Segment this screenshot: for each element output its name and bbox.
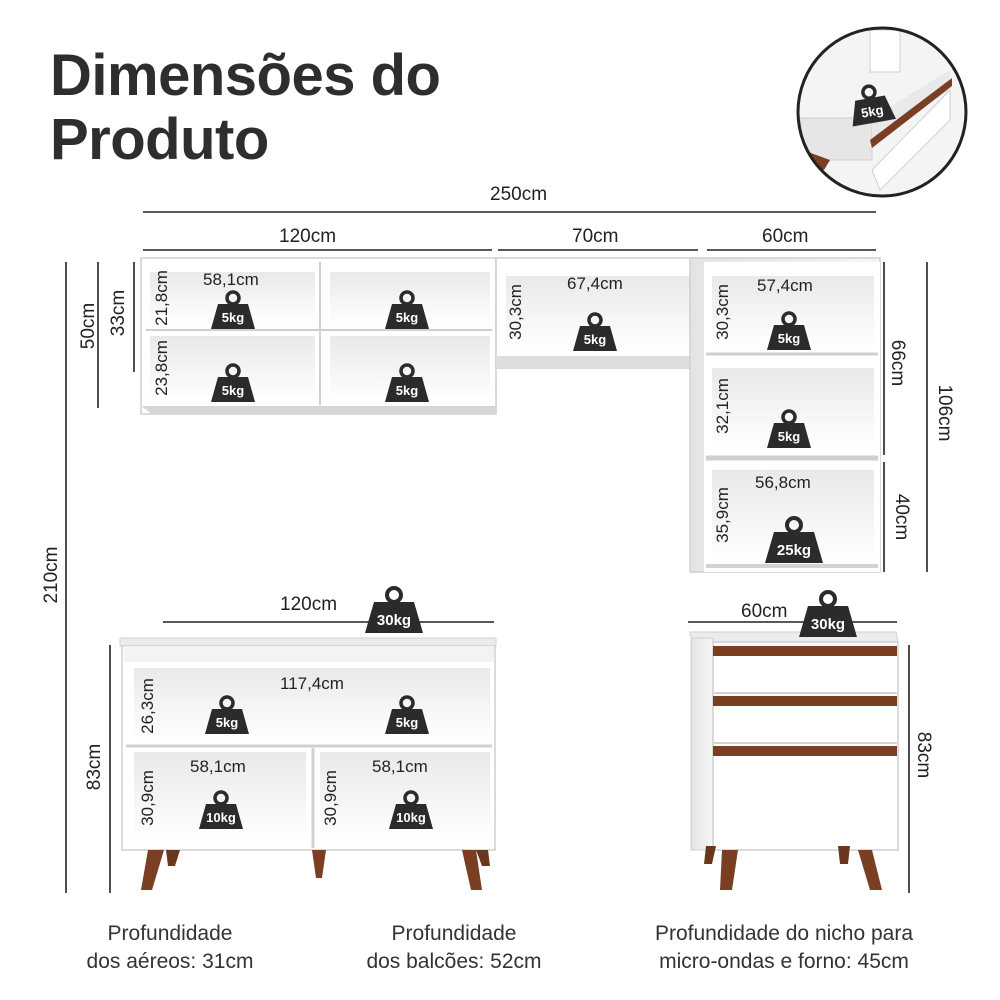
upper-right-mid-height-label: 32,1cm bbox=[713, 378, 732, 434]
footer-nicho-line-2: micro-ondas e forno: 45cm bbox=[659, 950, 909, 973]
weight-badge: 25kg bbox=[764, 516, 824, 564]
footer-aereos-line-2: dos aéreos: 31cm bbox=[86, 950, 254, 973]
base-left-lower-inner-width-left-label: 58,1cm bbox=[190, 757, 246, 776]
footer-balcoes-line-1: Profundidade bbox=[391, 922, 517, 945]
weight-icon-text: 30kg bbox=[376, 612, 412, 629]
base-right-width-label: 60cm bbox=[741, 601, 788, 622]
base-left-lower-inner-width-right-label: 58,1cm bbox=[372, 757, 428, 776]
base-right-height-label: 83cm bbox=[913, 731, 934, 779]
upper-right-total-height-label: 106cm bbox=[934, 384, 955, 442]
weight-badge: 5kg bbox=[766, 409, 812, 449]
upper-middle-inner-width-label: 67,4cm bbox=[567, 274, 623, 293]
upper-left-niche-height-label: 33cm bbox=[108, 289, 129, 337]
weight-icon-text: 5kg bbox=[395, 383, 419, 398]
footer-nicho-line-1: Profundidade do nicho para bbox=[654, 922, 914, 945]
base-left-lower-height-left-label: 30,9cm bbox=[138, 770, 157, 826]
upper-left-width-label: 120cm bbox=[279, 226, 337, 247]
weight-badge: 5kg bbox=[384, 290, 430, 330]
weight-badge: 10kg bbox=[198, 790, 244, 830]
weight-badge: 5kg bbox=[210, 290, 256, 330]
weight-icon-text: 5kg bbox=[777, 331, 801, 346]
base-left-top-shelf-height-label: 26,3cm bbox=[138, 678, 157, 734]
upper-left-top-shelf-label: 21,8cm bbox=[152, 270, 171, 326]
weight-icon-text: 5kg bbox=[395, 715, 419, 730]
weight-badge: 30kg bbox=[364, 586, 424, 634]
upper-left-bottom-shelf-label: 23,8cm bbox=[152, 340, 171, 396]
weight-icon-text: 30kg bbox=[810, 616, 846, 633]
upper-middle-height-label: 30,3cm bbox=[506, 284, 525, 340]
weight-badge: 30kg bbox=[798, 590, 858, 638]
weight-badge: 5kg bbox=[572, 312, 618, 352]
weight-icon-text: 5kg bbox=[395, 310, 419, 325]
footer-nicho-depth: Profundidade do nicho para micro-ondas e… bbox=[630, 920, 938, 976]
overall-width-label: 250cm bbox=[490, 184, 548, 205]
weight-badge: 10kg bbox=[388, 790, 434, 830]
base-left-top-inner-width-label: 117,4cm bbox=[280, 674, 344, 693]
weight-icon-text: 10kg bbox=[396, 810, 426, 825]
weight-badge: 5kg bbox=[384, 363, 430, 403]
page-title: Dimensões do Produto bbox=[50, 43, 441, 172]
weight-icon-text: 25kg bbox=[776, 542, 812, 559]
footer-balcoes-line-2: dos balcões: 52cm bbox=[366, 950, 542, 973]
weight-badge: 5kg bbox=[766, 311, 812, 351]
upper-left-height-label: 50cm bbox=[78, 302, 99, 350]
weight-badge: 5kg bbox=[204, 695, 250, 735]
weight-icon-text: 5kg bbox=[221, 310, 245, 325]
upper-left-inner-width-label: 58,1cm bbox=[203, 270, 259, 289]
overall-height-label: 210cm bbox=[41, 546, 62, 604]
weight-badge: 5kg bbox=[210, 363, 256, 403]
footer-balcoes-depth: Profundidade dos balcões: 52cm bbox=[344, 920, 564, 976]
upper-left-cabinet bbox=[140, 257, 497, 415]
weight-badge: 5kg bbox=[845, 80, 897, 127]
upper-right-bottom-height-label: 35,9cm bbox=[713, 487, 732, 543]
upper-right-inner-width-label: 57,4cm bbox=[757, 276, 813, 295]
weight-icon-text: 5kg bbox=[215, 715, 239, 730]
title-line-1: Dimensões do bbox=[50, 43, 441, 108]
weight-badge: 5kg bbox=[384, 695, 430, 735]
weight-icon-text: 5kg bbox=[583, 332, 607, 347]
upper-right-width-label: 60cm bbox=[762, 226, 809, 247]
upper-middle-width-label: 70cm bbox=[572, 226, 619, 247]
base-right-drawer-unit bbox=[689, 631, 899, 890]
upper-right-bottom-inner-width-label: 56,8cm bbox=[755, 473, 811, 492]
base-left-width-label: 120cm bbox=[280, 594, 338, 615]
drawer-detail-inset bbox=[796, 26, 968, 198]
upper-right-section-66-label: 66cm bbox=[887, 339, 908, 387]
upper-right-section-40-label: 40cm bbox=[891, 493, 912, 541]
weight-icon-text: 10kg bbox=[206, 810, 236, 825]
weight-icon-text: 5kg bbox=[221, 383, 245, 398]
upper-right-top-height-label: 30,3cm bbox=[713, 284, 732, 340]
title-line-2: Produto bbox=[50, 107, 269, 172]
base-left-height-label: 83cm bbox=[84, 743, 105, 791]
base-left-lower-height-right-label: 30,9cm bbox=[321, 770, 340, 826]
weight-icon-text: 5kg bbox=[777, 429, 801, 444]
footer-aereos-line-1: Profundidade bbox=[107, 922, 233, 945]
footer-aereos-depth: Profundidade dos aéreos: 31cm bbox=[60, 920, 280, 976]
